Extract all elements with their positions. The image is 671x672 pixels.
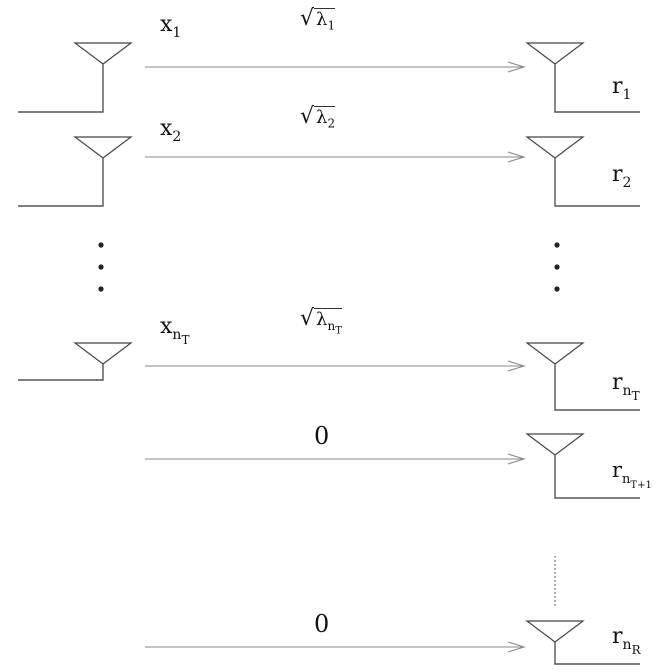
channel-arrow-zero-1 bbox=[145, 453, 526, 465]
rx-antenna-1 bbox=[525, 42, 640, 113]
rx-vertical-dots-icon bbox=[554, 242, 560, 292]
antenna-icon bbox=[525, 620, 585, 643]
tx-label-nT: xnT bbox=[160, 314, 190, 347]
rx-feed-line bbox=[554, 158, 640, 207]
antenna-icon bbox=[525, 433, 585, 456]
zero-label-1: 0 bbox=[314, 422, 330, 450]
rx-label-nT: rnT bbox=[612, 370, 640, 403]
antenna-icon bbox=[525, 136, 585, 159]
channel-arrow-1 bbox=[145, 61, 526, 73]
tx-antenna-1 bbox=[18, 42, 133, 113]
tx-vertical-dots-icon bbox=[98, 242, 104, 292]
gain-label-2: √λ2 bbox=[300, 104, 336, 131]
antenna-icon bbox=[73, 136, 133, 159]
tx-antenna-2 bbox=[18, 136, 133, 207]
rx-antenna-nT-plus-1 bbox=[525, 433, 640, 499]
zero-label-2: 0 bbox=[314, 610, 330, 638]
channel-arrow-2 bbox=[145, 151, 526, 163]
antenna-icon bbox=[525, 42, 585, 65]
tx-antenna-nT bbox=[18, 342, 133, 381]
rx-label-2: r2 bbox=[612, 162, 632, 191]
rx-label-1: r1 bbox=[612, 74, 632, 103]
rx-feed-line bbox=[554, 642, 640, 665]
rx-antenna-2 bbox=[525, 136, 640, 207]
tx-feed-line bbox=[18, 364, 104, 381]
rx-feed-line bbox=[554, 64, 640, 113]
gain-label-nT: √λnT bbox=[300, 306, 342, 336]
antenna-icon bbox=[73, 42, 133, 65]
antenna-icon bbox=[73, 342, 133, 365]
rx-feed-line bbox=[554, 364, 640, 411]
rx-antenna-nT bbox=[525, 342, 640, 411]
tx-feed-line bbox=[18, 64, 104, 113]
gain-label-1: √λ1 bbox=[300, 6, 336, 33]
rx-label-nR: rnR bbox=[612, 624, 641, 657]
channel-arrow-nT bbox=[145, 360, 526, 372]
rx-antenna-nR bbox=[525, 620, 640, 665]
antenna-icon bbox=[525, 342, 585, 365]
tx-feed-line bbox=[18, 158, 104, 207]
rx-feed-line bbox=[554, 455, 640, 499]
tx-label-1: x1 bbox=[160, 12, 182, 41]
tx-label-2: x2 bbox=[160, 116, 182, 145]
rx-label-nT-plus-1: rnT+1 bbox=[612, 458, 652, 491]
channel-arrow-zero-2 bbox=[145, 641, 526, 653]
